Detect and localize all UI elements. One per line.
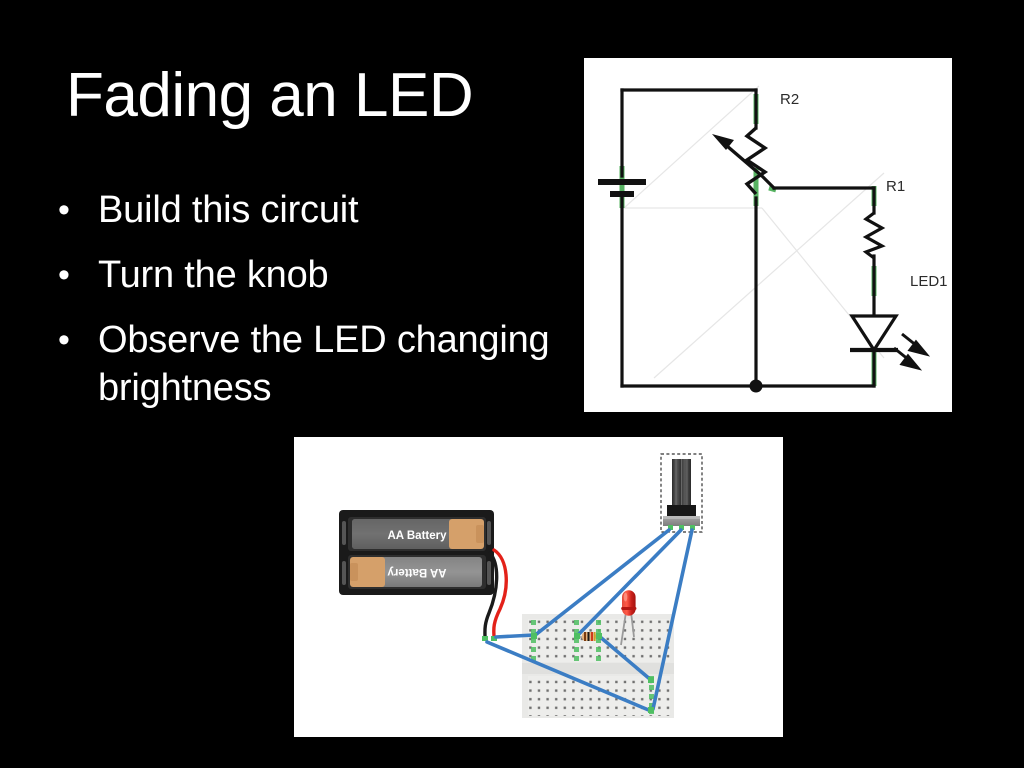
bullet-marker-icon: • xyxy=(58,321,70,359)
jumper-endpoints xyxy=(531,633,654,713)
bullet-text: Build this circuit xyxy=(98,189,359,231)
list-item: • Turn the knob xyxy=(58,251,558,299)
bullet-text: Observe the LED changing brightness xyxy=(98,319,550,409)
jumper-wires xyxy=(485,528,694,713)
bullet-marker-icon: • xyxy=(58,256,70,294)
battery-label-top: AA Battery xyxy=(387,530,447,542)
potentiometer-symbol xyxy=(712,126,769,196)
label-led1: LED1 xyxy=(910,273,948,290)
battery-pad-positive xyxy=(491,636,497,641)
circuit-schematic-svg: R2 R1 LED1 xyxy=(584,58,952,412)
page-title: Fading an LED xyxy=(66,61,474,130)
potentiometer-component xyxy=(660,453,703,533)
label-r1: R1 xyxy=(886,178,905,195)
resistor-symbol xyxy=(862,211,886,260)
list-item: • Observe the LED changing brightness xyxy=(58,316,558,412)
led-component xyxy=(620,590,637,646)
bullet-list: • Build this circuit • Turn the knob • O… xyxy=(58,186,558,429)
resistor-component xyxy=(577,632,599,641)
battery-pad-negative xyxy=(482,636,488,641)
battery-holder: AA Battery AA Battery xyxy=(339,510,494,595)
led-symbol xyxy=(849,314,931,371)
breadboard-wiring-svg: AA Battery AA Battery xyxy=(294,437,783,737)
list-item: • Build this circuit xyxy=(58,186,558,234)
schematic-wires xyxy=(620,88,876,388)
battery-symbol xyxy=(598,179,646,197)
junction-dot xyxy=(749,379,763,393)
battery-leads xyxy=(483,548,508,639)
breadboard-wiring-image: AA Battery AA Battery xyxy=(294,437,783,737)
circuit-schematic-image: R2 R1 LED1 xyxy=(584,58,952,412)
battery-label-bottom: AA Battery xyxy=(387,566,447,578)
label-r2: R2 xyxy=(780,91,799,108)
bullet-marker-icon: • xyxy=(58,191,70,229)
bullet-text: Turn the knob xyxy=(98,254,329,296)
